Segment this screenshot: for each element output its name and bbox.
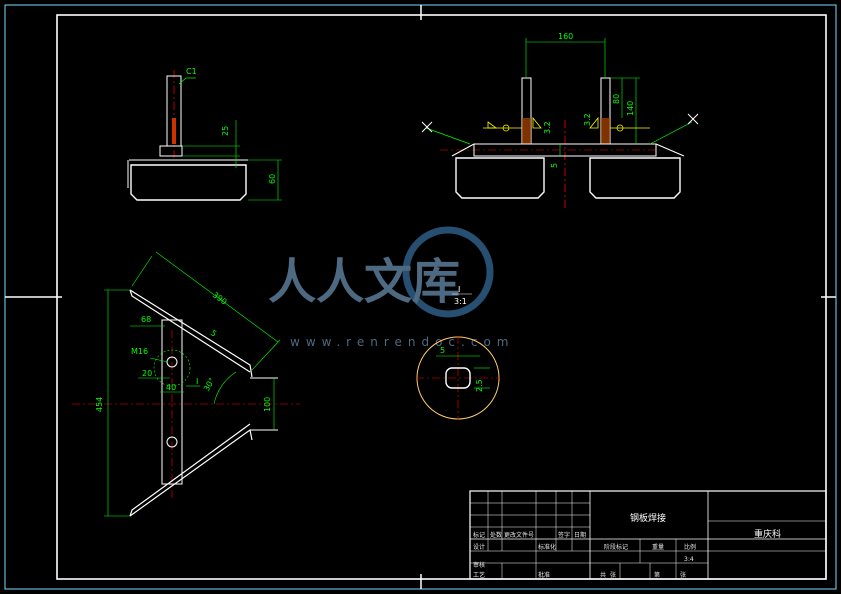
plan-dim-100: 100 bbox=[263, 397, 272, 412]
tb-process: 工艺 bbox=[473, 571, 485, 579]
front-weld-dim-right: 3.2 bbox=[583, 113, 592, 126]
plan-dim-390: 390 bbox=[211, 290, 229, 306]
side-view: C1 25 60 bbox=[127, 67, 282, 201]
plan-dim-5: 5 bbox=[209, 328, 218, 338]
plan-dim-40: 40 bbox=[166, 383, 176, 392]
front-dim-80: 80 bbox=[612, 94, 621, 104]
tb-designer: 设计 bbox=[473, 543, 485, 551]
detail-dim-5: 5 bbox=[440, 346, 445, 355]
tb-scale: 比例 bbox=[684, 543, 696, 551]
unit-name: 重庆科 bbox=[754, 528, 781, 540]
detail-title-top: I bbox=[458, 285, 460, 294]
tb-review: 审核 bbox=[473, 561, 485, 569]
detail-dim-25: 2.5 bbox=[475, 379, 484, 392]
front-view: 160 80 140 5 3.2 3.2 bbox=[421, 32, 699, 210]
part-name: 钢板焊接 bbox=[630, 512, 666, 524]
front-dim-140: 140 bbox=[626, 101, 635, 116]
plan-dim-454: 454 bbox=[95, 397, 104, 412]
watermark: 人人文库 www.renrendoc.com bbox=[268, 226, 514, 349]
sheet-frame bbox=[4, 4, 837, 590]
tb-stage: 阶段标记 bbox=[604, 543, 628, 551]
tb-approve: 批准 bbox=[538, 571, 550, 579]
detail-view: I 3:1 5 2.5 bbox=[416, 285, 500, 420]
side-dim-25: 25 bbox=[221, 126, 230, 136]
watermark-url: www.renrendoc.com bbox=[290, 335, 514, 349]
watermark-logo-text: 人人文库 bbox=[268, 254, 460, 310]
side-dim-60: 60 bbox=[268, 174, 277, 184]
plan-view: 390 68 5 M16 20 40 I 30° 100 454 bbox=[72, 251, 300, 517]
tb-standardization: 标准化 bbox=[538, 543, 556, 551]
plan-section-mark: I bbox=[196, 377, 198, 386]
chamfer-label: C1 bbox=[186, 67, 197, 76]
tb-label-count: 处数 bbox=[490, 531, 502, 539]
detail-title-bottom: 3:1 bbox=[454, 297, 467, 306]
hole-label: M16 bbox=[131, 347, 148, 356]
plan-dim-30: 30° bbox=[202, 376, 217, 393]
tb-label-mark: 标记 bbox=[473, 531, 485, 539]
plan-dim-20: 20 bbox=[142, 369, 152, 378]
title-block: 标记 处数 更改文件号 签字 日期 设计 标准化 审核 工艺 批准 阶段标记 重… bbox=[469, 490, 827, 580]
tb-label-change-doc: 更改文件号 bbox=[504, 531, 534, 539]
front-dim-160: 160 bbox=[558, 32, 573, 41]
tb-page: 第 bbox=[654, 571, 660, 579]
tb-sheet: 共 bbox=[600, 571, 606, 579]
front-weld-dim-left: 3.2 bbox=[543, 121, 552, 134]
plan-dim-68: 68 bbox=[141, 315, 151, 324]
tb-scale-value: 3:4 bbox=[684, 556, 694, 563]
tb-label-date: 日期 bbox=[574, 531, 586, 539]
tb-label-sign: 签字 bbox=[558, 531, 570, 539]
tb-weight: 重量 bbox=[652, 543, 664, 551]
front-dim-5: 5 bbox=[550, 163, 559, 168]
tb-page-of: 张 bbox=[680, 571, 686, 579]
tb-sheet-of: 张 bbox=[610, 571, 616, 579]
